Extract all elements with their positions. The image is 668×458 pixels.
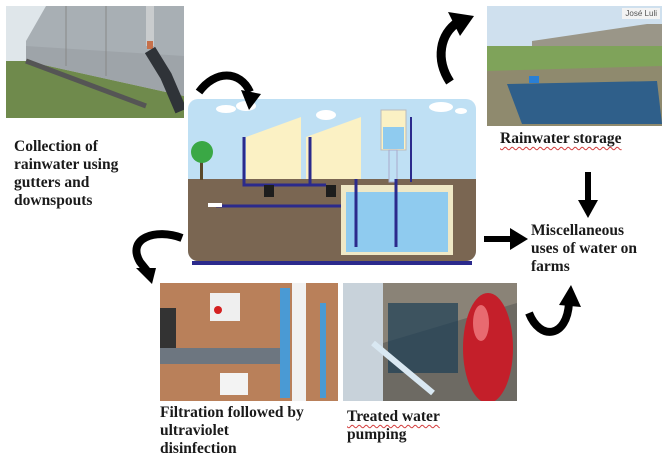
arrow-scheme-to-uses (484, 228, 528, 250)
collection-label-line: Collection of (14, 138, 98, 155)
collection-photo (6, 6, 184, 118)
arrow-scheme-to-storage (436, 12, 474, 85)
uses-label-line: uses of water on (531, 240, 638, 257)
storage-label: Rainwater storage (500, 130, 622, 147)
filtration-label-line: ultraviolet (160, 422, 229, 439)
filtration-label-line: Filtration followed by (160, 404, 304, 421)
rainwater-system-scheme (186, 97, 478, 269)
arrow-uses-cycle (525, 285, 581, 336)
pumping-label: Treated water pumping (347, 408, 497, 444)
collection-label-line: gutters and (14, 174, 90, 191)
uses-label-line: Miscellaneous (531, 222, 624, 239)
pumping-label-line: pumping (347, 426, 407, 443)
collection-label: Collection of rainwater using gutters an… (14, 138, 184, 210)
pumping-label-line: Treated water (347, 408, 440, 425)
uses-label-line: farms (531, 258, 570, 275)
arrow-to-filtration (132, 230, 184, 284)
photo-credit: José Luli (622, 8, 660, 19)
collection-label-line: downspouts (14, 192, 93, 209)
storage-photo: José Luli (487, 6, 662, 126)
arrow-storage-to-uses (578, 172, 598, 218)
arrow-collection-to-scheme (195, 71, 261, 110)
collection-label-line: rainwater using (14, 156, 119, 173)
filtration-photo (160, 283, 338, 401)
uses-label: Miscellaneous uses of water on farms (531, 222, 668, 276)
pumping-photo (343, 283, 517, 401)
filtration-label: Filtration followed by ultraviolet disin… (160, 404, 350, 458)
filtration-label-line: disinfection (160, 440, 237, 457)
